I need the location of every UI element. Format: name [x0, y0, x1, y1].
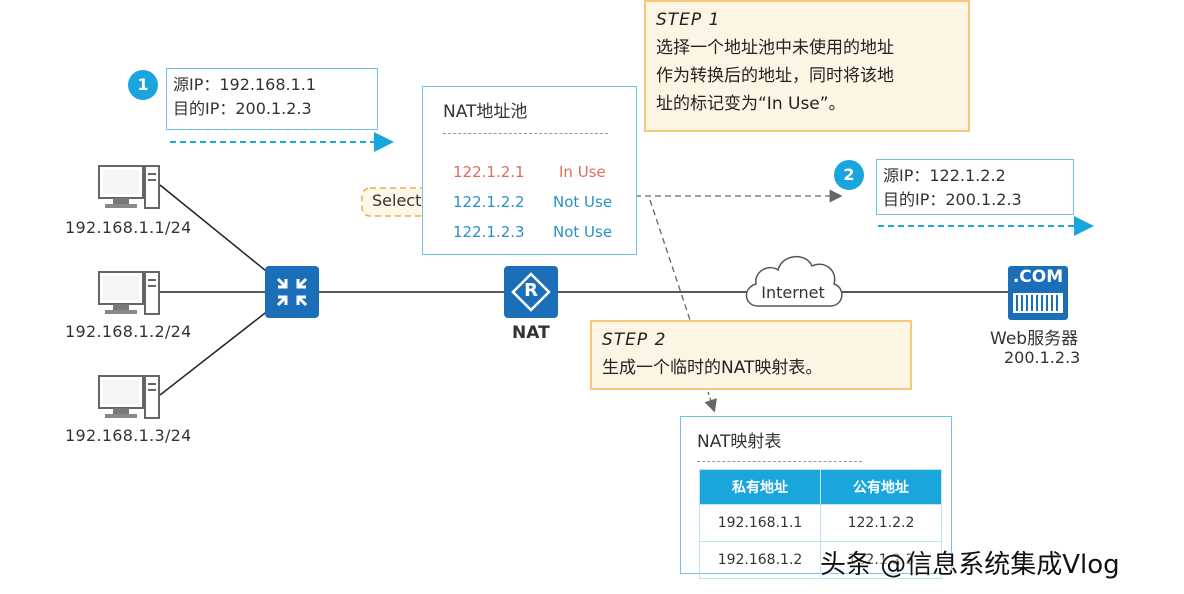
server-icon	[1008, 266, 1068, 320]
cloud-icon	[745, 256, 843, 307]
host-1-ip: 192.168.1.1/24	[65, 218, 192, 237]
table-row: 192.168.1.2 122.1.2.3	[699, 541, 942, 579]
table-row: 192.168.1.1 122.1.2.2	[699, 504, 942, 542]
nat-pool: NAT地址池 122.1.2.1 In Use 122.1.2.2 Not Us…	[422, 86, 637, 255]
packet2-header: 源IP：122.1.2.2 目的IP：200.1.2.3	[876, 159, 1074, 215]
step1-line-3: 址的标记变为“In Use”。	[656, 94, 846, 114]
select-label: Select	[372, 191, 422, 210]
packet1-badge: 1	[128, 70, 158, 100]
packet1-src: 源IP：192.168.1.1	[173, 75, 317, 94]
nat-map-title: NAT映射表	[697, 432, 782, 452]
nat-pool-divider	[443, 133, 608, 134]
nat-map-cell: 122.1.2.3	[820, 541, 942, 579]
nat-map-header-private: 私有地址	[699, 469, 821, 505]
server-badge-text: .COM	[1012, 267, 1064, 287]
nat-label: NAT	[512, 323, 550, 343]
nat-map-cell: 192.168.1.1	[699, 504, 821, 542]
pool-row-1: 122.1.2.1 In Use	[453, 163, 633, 181]
switch-device[interactable]	[264, 265, 320, 319]
pool-row-3: 122.1.2.3 Not Use	[453, 223, 633, 241]
router-letter: R	[524, 280, 538, 301]
watermark: 头条 @信息系统集成Vlog	[820, 550, 1120, 580]
server-ip: 200.1.2.3	[1004, 348, 1081, 367]
web-server[interactable]: .COM	[1007, 265, 1069, 321]
packet2-badge: 2	[834, 160, 864, 190]
pool-row-3-status: Not Use	[553, 223, 613, 241]
step2-title: STEP 2	[602, 330, 667, 350]
nat-pool-title: NAT地址池	[443, 102, 528, 122]
packet1-dst: 目的IP：200.1.2.3	[173, 99, 312, 118]
server-name: Web服务器	[990, 329, 1079, 349]
switch-icon	[265, 266, 319, 318]
nat-router[interactable]: R	[503, 265, 559, 319]
packet2-src: 源IP：122.1.2.2	[883, 166, 1006, 185]
pool-row-1-status: In Use	[559, 163, 606, 181]
nat-map-panel: NAT映射表 私有地址 公有地址 192.168.1.1 122.1.2.2 1…	[680, 416, 952, 579]
internet-label: Internet	[761, 283, 825, 302]
nat-map-header-row: 私有地址 公有地址	[699, 469, 942, 505]
step1-box: STEP 1 选择一个地址池中未使用的地址 作为转换后的地址，同时将该地 址的标…	[644, 0, 970, 132]
step2-to-map-arrow	[704, 391, 717, 413]
select-to-step2-line	[649, 199, 691, 321]
pool-row-3-ip: 122.1.2.3	[453, 223, 525, 241]
internet-cloud: Internet	[738, 244, 848, 324]
nat-map-table: 私有地址 公有地址 192.168.1.1 122.1.2.2 192.168.…	[699, 469, 942, 579]
step1-title: STEP 1	[656, 10, 721, 30]
computer-icon	[98, 375, 160, 419]
nat-map-cell: 122.1.2.2	[820, 504, 942, 542]
nat-map-header-public: 公有地址	[820, 469, 942, 505]
pool-row-1-ip: 122.1.2.1	[453, 163, 525, 181]
packet1-header: 源IP：192.168.1.1 目的IP：200.1.2.3	[166, 68, 378, 130]
host-2-ip: 192.168.1.2/24	[65, 322, 192, 341]
pool-row-2-ip: 122.1.2.2	[453, 193, 525, 211]
nat-map-cell: 192.168.1.2	[699, 541, 821, 579]
host-1[interactable]	[97, 162, 161, 212]
step1-line-1: 选择一个地址池中未使用的地址	[656, 38, 894, 58]
step1-line-2: 作为转换后的地址，同时将该地	[656, 66, 894, 86]
host-3[interactable]	[97, 372, 161, 422]
step2-line-1: 生成一个临时的NAT映射表。	[602, 358, 823, 378]
router-icon	[504, 266, 558, 318]
pool-row-2-status: Not Use	[553, 193, 613, 211]
nat-map-divider	[697, 461, 862, 462]
computer-icon	[98, 165, 160, 209]
host-2[interactable]	[97, 268, 161, 318]
step2-box: STEP 2 生成一个临时的NAT映射表。	[590, 320, 912, 390]
computer-icon	[98, 271, 160, 315]
packet2-dst: 目的IP：200.1.2.3	[883, 190, 1022, 209]
pool-row-2: 122.1.2.2 Not Use	[453, 193, 633, 211]
host-3-ip: 192.168.1.3/24	[65, 426, 192, 445]
